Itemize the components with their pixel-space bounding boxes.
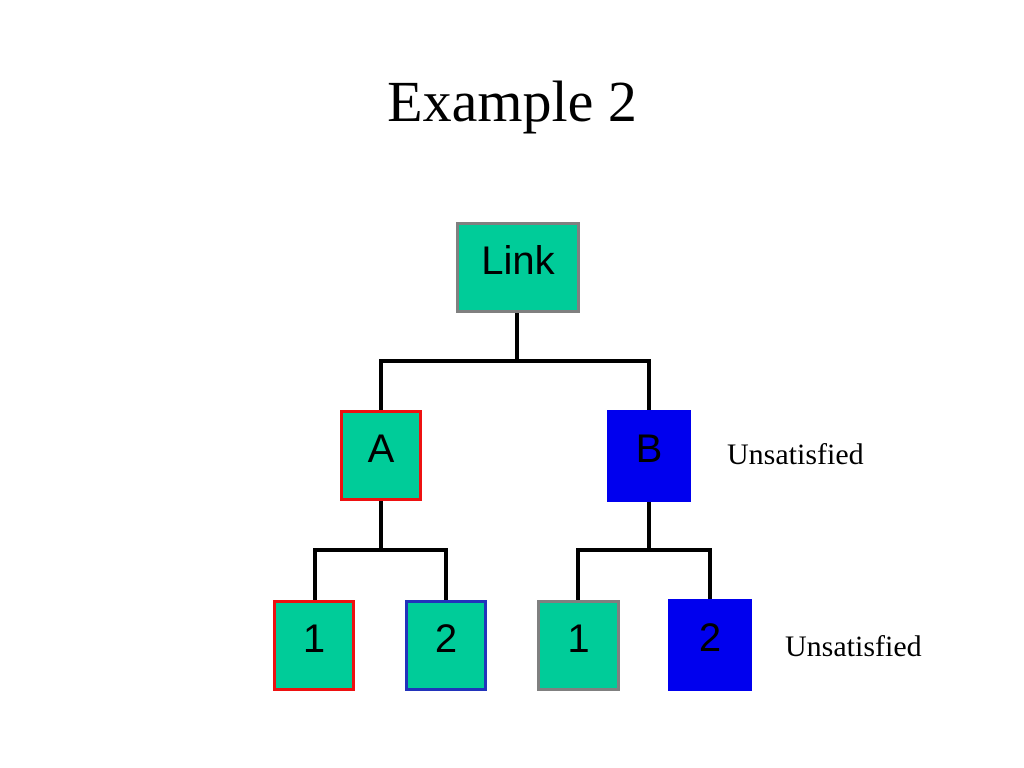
node-a-child-1-label: 1 (302, 617, 326, 661)
node-b-child-2: 2 (668, 599, 752, 691)
node-b: B (607, 410, 691, 502)
slide-title: Example 2 (387, 69, 637, 134)
node-a-child-1: 1 (273, 600, 355, 691)
status-b-unsatisfied: Unsatisfied (727, 438, 864, 471)
node-link-label: Link (481, 239, 555, 283)
node-a-child-2-label: 2 (434, 617, 458, 661)
status-b-child-2-unsatisfied: Unsatisfied (785, 630, 922, 663)
node-a-label: A (367, 427, 395, 471)
node-b-child-2-label: 2 (698, 616, 722, 660)
node-b-child-1-label: 1 (567, 617, 590, 661)
node-b-label: B (635, 427, 663, 471)
node-b-child-1: 1 (537, 600, 620, 691)
node-a: A (340, 410, 422, 501)
node-link: Link (456, 222, 580, 313)
node-a-child-2: 2 (405, 600, 487, 691)
